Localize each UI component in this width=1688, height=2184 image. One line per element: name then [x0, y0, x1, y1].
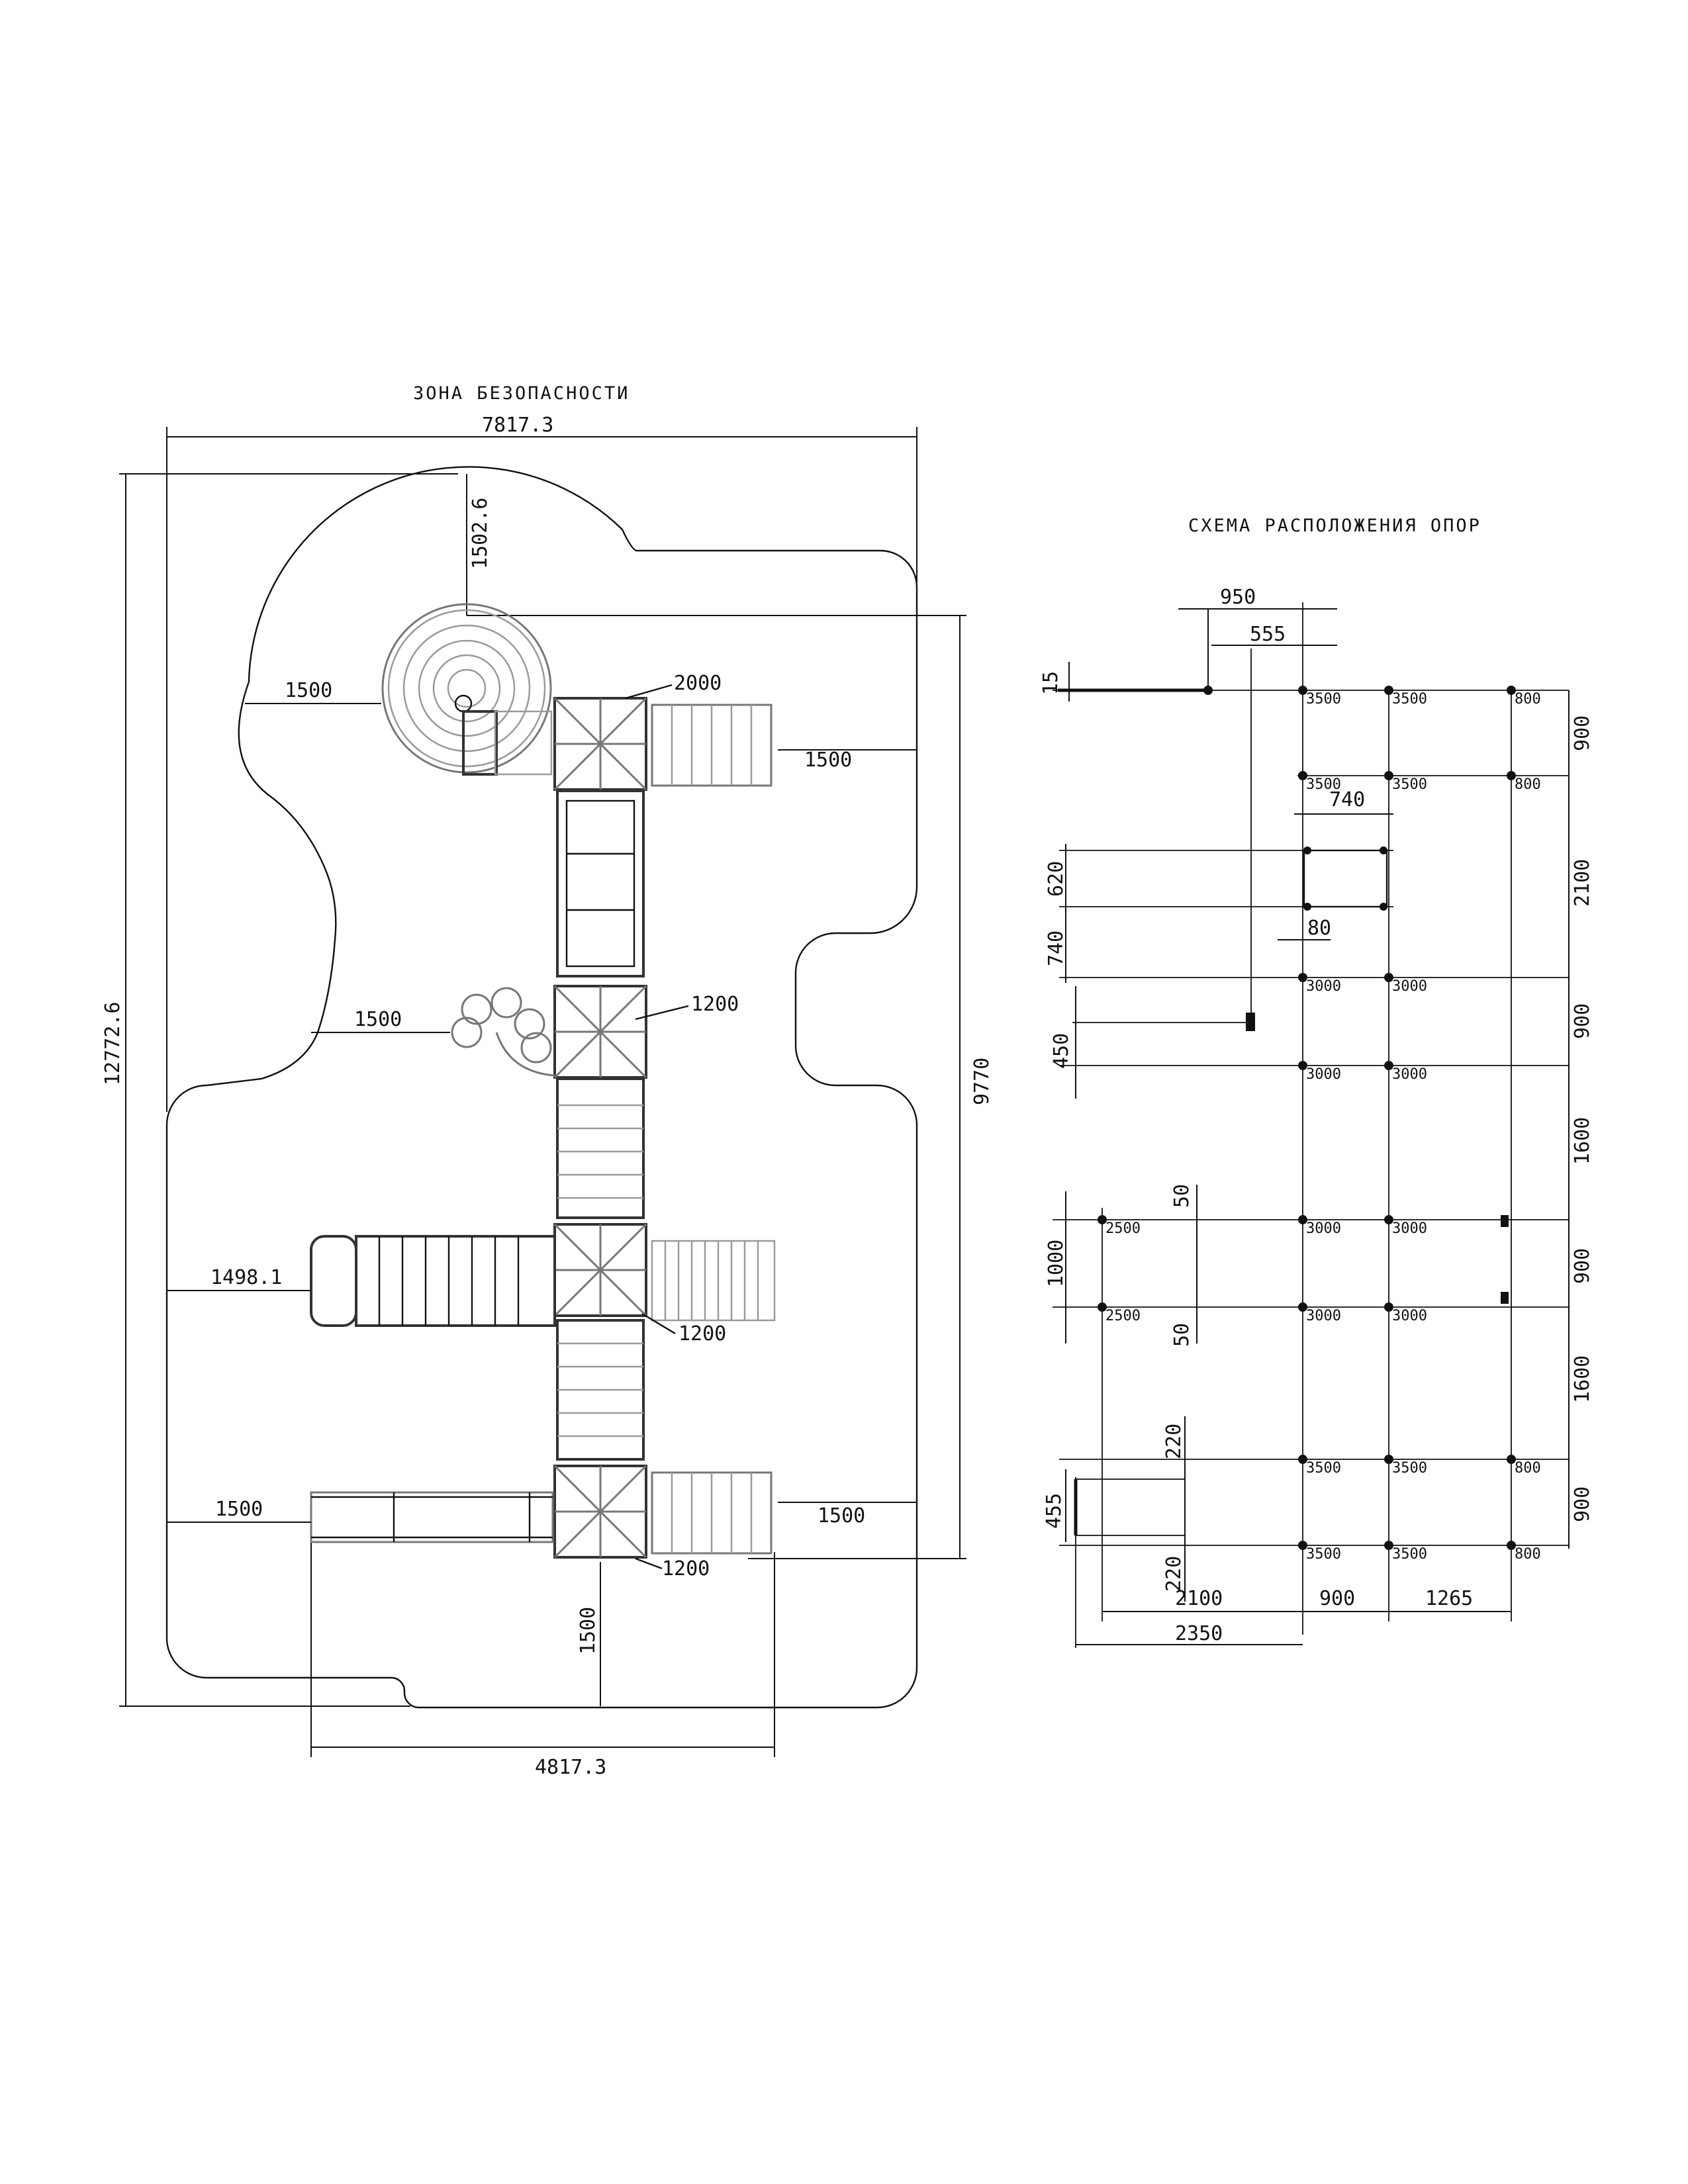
- dim-right-2100: 2100: [1571, 859, 1594, 907]
- spiral-slide: [381, 603, 553, 776]
- post-r5-c: 3000: [1392, 1220, 1427, 1237]
- dim-overall-height: 12772.6: [101, 1002, 124, 1085]
- dim-bottom-2350: 2350: [1175, 1622, 1223, 1645]
- dim-right-900d: 900: [1571, 1486, 1594, 1522]
- post-r8-b: 3500: [1392, 1546, 1427, 1563]
- post-r2-c: 800: [1515, 776, 1541, 793]
- dim-left-1000: 1000: [1045, 1240, 1068, 1287]
- dim-equipment-height: 9770: [970, 1058, 994, 1105]
- post-r6-a: 2500: [1105, 1308, 1141, 1324]
- bottom-slide: [310, 1491, 554, 1543]
- post-r1-a: 3500: [1306, 691, 1341, 707]
- dim-right-1600a: 1600: [1571, 1117, 1594, 1165]
- dim-mid-left: 1500: [354, 1008, 402, 1031]
- post-r8-c: 800: [1515, 1546, 1541, 1563]
- post-r6-b: 3000: [1306, 1308, 1341, 1324]
- dim-bottom-1265: 1265: [1425, 1587, 1473, 1610]
- safety-zone-outline: [165, 466, 918, 1709]
- dim-inner-740: 740: [1329, 788, 1365, 811]
- post-r7-a: 3500: [1306, 1460, 1341, 1477]
- dim-bottom-2100: 2100: [1175, 1587, 1223, 1610]
- play-tower: [553, 697, 647, 1559]
- post-r5-b: 3000: [1306, 1220, 1341, 1237]
- dim-right-1600b: 1600: [1571, 1355, 1594, 1403]
- dim-left-15: 15: [1039, 671, 1062, 695]
- post-r6-c: 3000: [1392, 1308, 1427, 1324]
- dim-left-740: 740: [1045, 931, 1068, 966]
- dim-left-455: 455: [1043, 1493, 1066, 1529]
- dim-base-width: 4817.3: [535, 1756, 606, 1779]
- dim-bottom-right: 1500: [818, 1504, 865, 1527]
- dim-right-900a: 900: [1571, 715, 1594, 751]
- support-layout-title: СХЕМА РАСПОЛОЖЕНИЯ ОПОР: [1188, 516, 1481, 536]
- dim-right-900b: 900: [1571, 1003, 1594, 1039]
- label-tower-bottom: 1200: [662, 1557, 710, 1580]
- safety-zone-plan: ЗОНА БЕЗОПАСНОСТИ 7817.3 12772.6 1502.6 …: [101, 383, 994, 1779]
- dim-overall-width: 7817.3: [482, 414, 553, 437]
- game-panel: [451, 987, 555, 1077]
- post-r2-b: 3500: [1392, 776, 1427, 793]
- label-tower-top: 2000: [674, 672, 722, 695]
- dim-left-620: 620: [1045, 861, 1068, 897]
- dim-bottom-left: 1500: [215, 1498, 263, 1521]
- post-r4-a: 3000: [1306, 1066, 1341, 1083]
- dim-left-450: 450: [1050, 1033, 1073, 1069]
- post-r2-a: 3500: [1306, 776, 1341, 793]
- post-r4-b: 3000: [1392, 1066, 1427, 1083]
- ladder-mid: [651, 1240, 776, 1322]
- dim-left-220a: 220: [1162, 1424, 1186, 1459]
- dim-left-slide: 1498.1: [211, 1266, 282, 1289]
- safety-zone-title: ЗОНА БЕЗОПАСНОСТИ: [413, 383, 630, 404]
- post-r1-c: 800: [1515, 691, 1541, 707]
- dim-top-555: 555: [1250, 623, 1286, 646]
- left-slide: [310, 1235, 556, 1327]
- support-layout-plan: СХЕМА РАСПОЛОЖЕНИЯ ОПОР 950 555 15 620 7…: [1039, 516, 1594, 1648]
- post-r7-b: 3500: [1392, 1460, 1427, 1477]
- dim-top-950: 950: [1220, 586, 1256, 609]
- label-tower-low: 1200: [679, 1322, 726, 1345]
- dim-inner-80: 80: [1307, 917, 1331, 940]
- dim-slide-left: 1500: [285, 679, 332, 702]
- post-r1-b: 3500: [1392, 691, 1427, 707]
- dim-left-50a: 50: [1170, 1184, 1194, 1208]
- dim-right-900c: 900: [1571, 1248, 1594, 1284]
- post-r5-a: 2500: [1105, 1220, 1141, 1237]
- dim-left-220b: 220: [1162, 1556, 1186, 1592]
- dim-bottom-clear: 1500: [577, 1607, 600, 1655]
- dim-bottom-900: 900: [1319, 1587, 1355, 1610]
- post-r8-a: 3500: [1306, 1546, 1341, 1563]
- dim-top-clearance: 1502.6: [469, 498, 492, 569]
- dim-left-50b: 50: [1170, 1323, 1194, 1347]
- post-r3-a: 3000: [1306, 978, 1341, 995]
- post-r7-c: 800: [1515, 1460, 1541, 1477]
- dim-top-right: 1500: [804, 749, 852, 772]
- post-r3-b: 3000: [1392, 978, 1427, 995]
- label-tower-mid: 1200: [691, 993, 739, 1016]
